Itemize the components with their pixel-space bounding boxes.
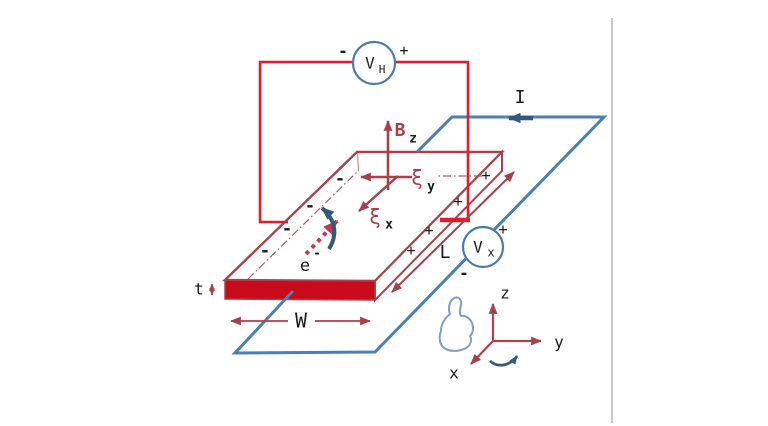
rotation-arrow bbox=[489, 355, 519, 367]
thickness-label: t bbox=[194, 280, 204, 299]
plus-charge: + bbox=[481, 167, 490, 185]
drive-minus-sign: - bbox=[459, 264, 469, 283]
axis-label-z: z bbox=[500, 284, 510, 303]
hall-voltmeter-label: V bbox=[365, 54, 375, 73]
drive-voltmeter-label: V bbox=[473, 238, 483, 257]
minus-charge: - bbox=[335, 169, 345, 189]
electron-label: e bbox=[300, 256, 310, 276]
plus-charge: + bbox=[406, 242, 415, 260]
slab-hidden-edge bbox=[356, 152, 360, 172]
drive-voltmeter-circle bbox=[461, 225, 505, 269]
axis-x-arrow bbox=[470, 340, 494, 365]
length-dimension-arrow bbox=[391, 171, 515, 293]
xi-y-label: ξ bbox=[411, 166, 423, 190]
xi-x-label: ξ bbox=[369, 205, 381, 229]
thumbs-up-icon bbox=[438, 296, 475, 352]
hall-plus-sign: + bbox=[399, 42, 408, 60]
xi-x-subscript: x bbox=[385, 218, 393, 233]
hall-minus-sign: - bbox=[338, 42, 348, 61]
hall-wire-left bbox=[258, 60, 352, 224]
hall-voltmeter-subscript: H bbox=[379, 63, 386, 76]
electron-deflection-arrow bbox=[320, 206, 337, 251]
coordinate-axes bbox=[470, 302, 543, 365]
slab-front-face bbox=[224, 279, 376, 301]
hall-wire-right bbox=[396, 60, 470, 220]
width-label-backing bbox=[288, 309, 315, 332]
minus-charge: - bbox=[305, 196, 315, 216]
hall-voltmeter-circle bbox=[351, 40, 397, 86]
minus-charge: - bbox=[282, 219, 292, 239]
minus-charge: - bbox=[260, 241, 270, 261]
bz-field-label: B bbox=[395, 120, 406, 141]
drift-dotted-arrow bbox=[304, 219, 339, 256]
drive-plus-sign: + bbox=[498, 221, 507, 239]
labels: V H - + V x + - B z ξ y ξ x I e - W L t … bbox=[194, 42, 564, 383]
plus-charge: + bbox=[424, 222, 433, 240]
drive-voltmeter-subscript: x bbox=[487, 246, 494, 260]
slab-top-face bbox=[222, 150, 505, 283]
arrows bbox=[209, 112, 533, 326]
bz-field-subscript: z bbox=[409, 132, 417, 147]
xi-y-subscript: y bbox=[427, 180, 435, 195]
electron-superscript: - bbox=[313, 247, 321, 262]
axis-label-x: x bbox=[449, 364, 459, 383]
current-label: I bbox=[515, 87, 526, 108]
axis-label-y: y bbox=[554, 333, 564, 352]
charge-centerline bbox=[247, 170, 359, 280]
width-label: W bbox=[295, 309, 308, 333]
length-label: L bbox=[440, 242, 451, 263]
plus-charge: + bbox=[453, 193, 462, 211]
